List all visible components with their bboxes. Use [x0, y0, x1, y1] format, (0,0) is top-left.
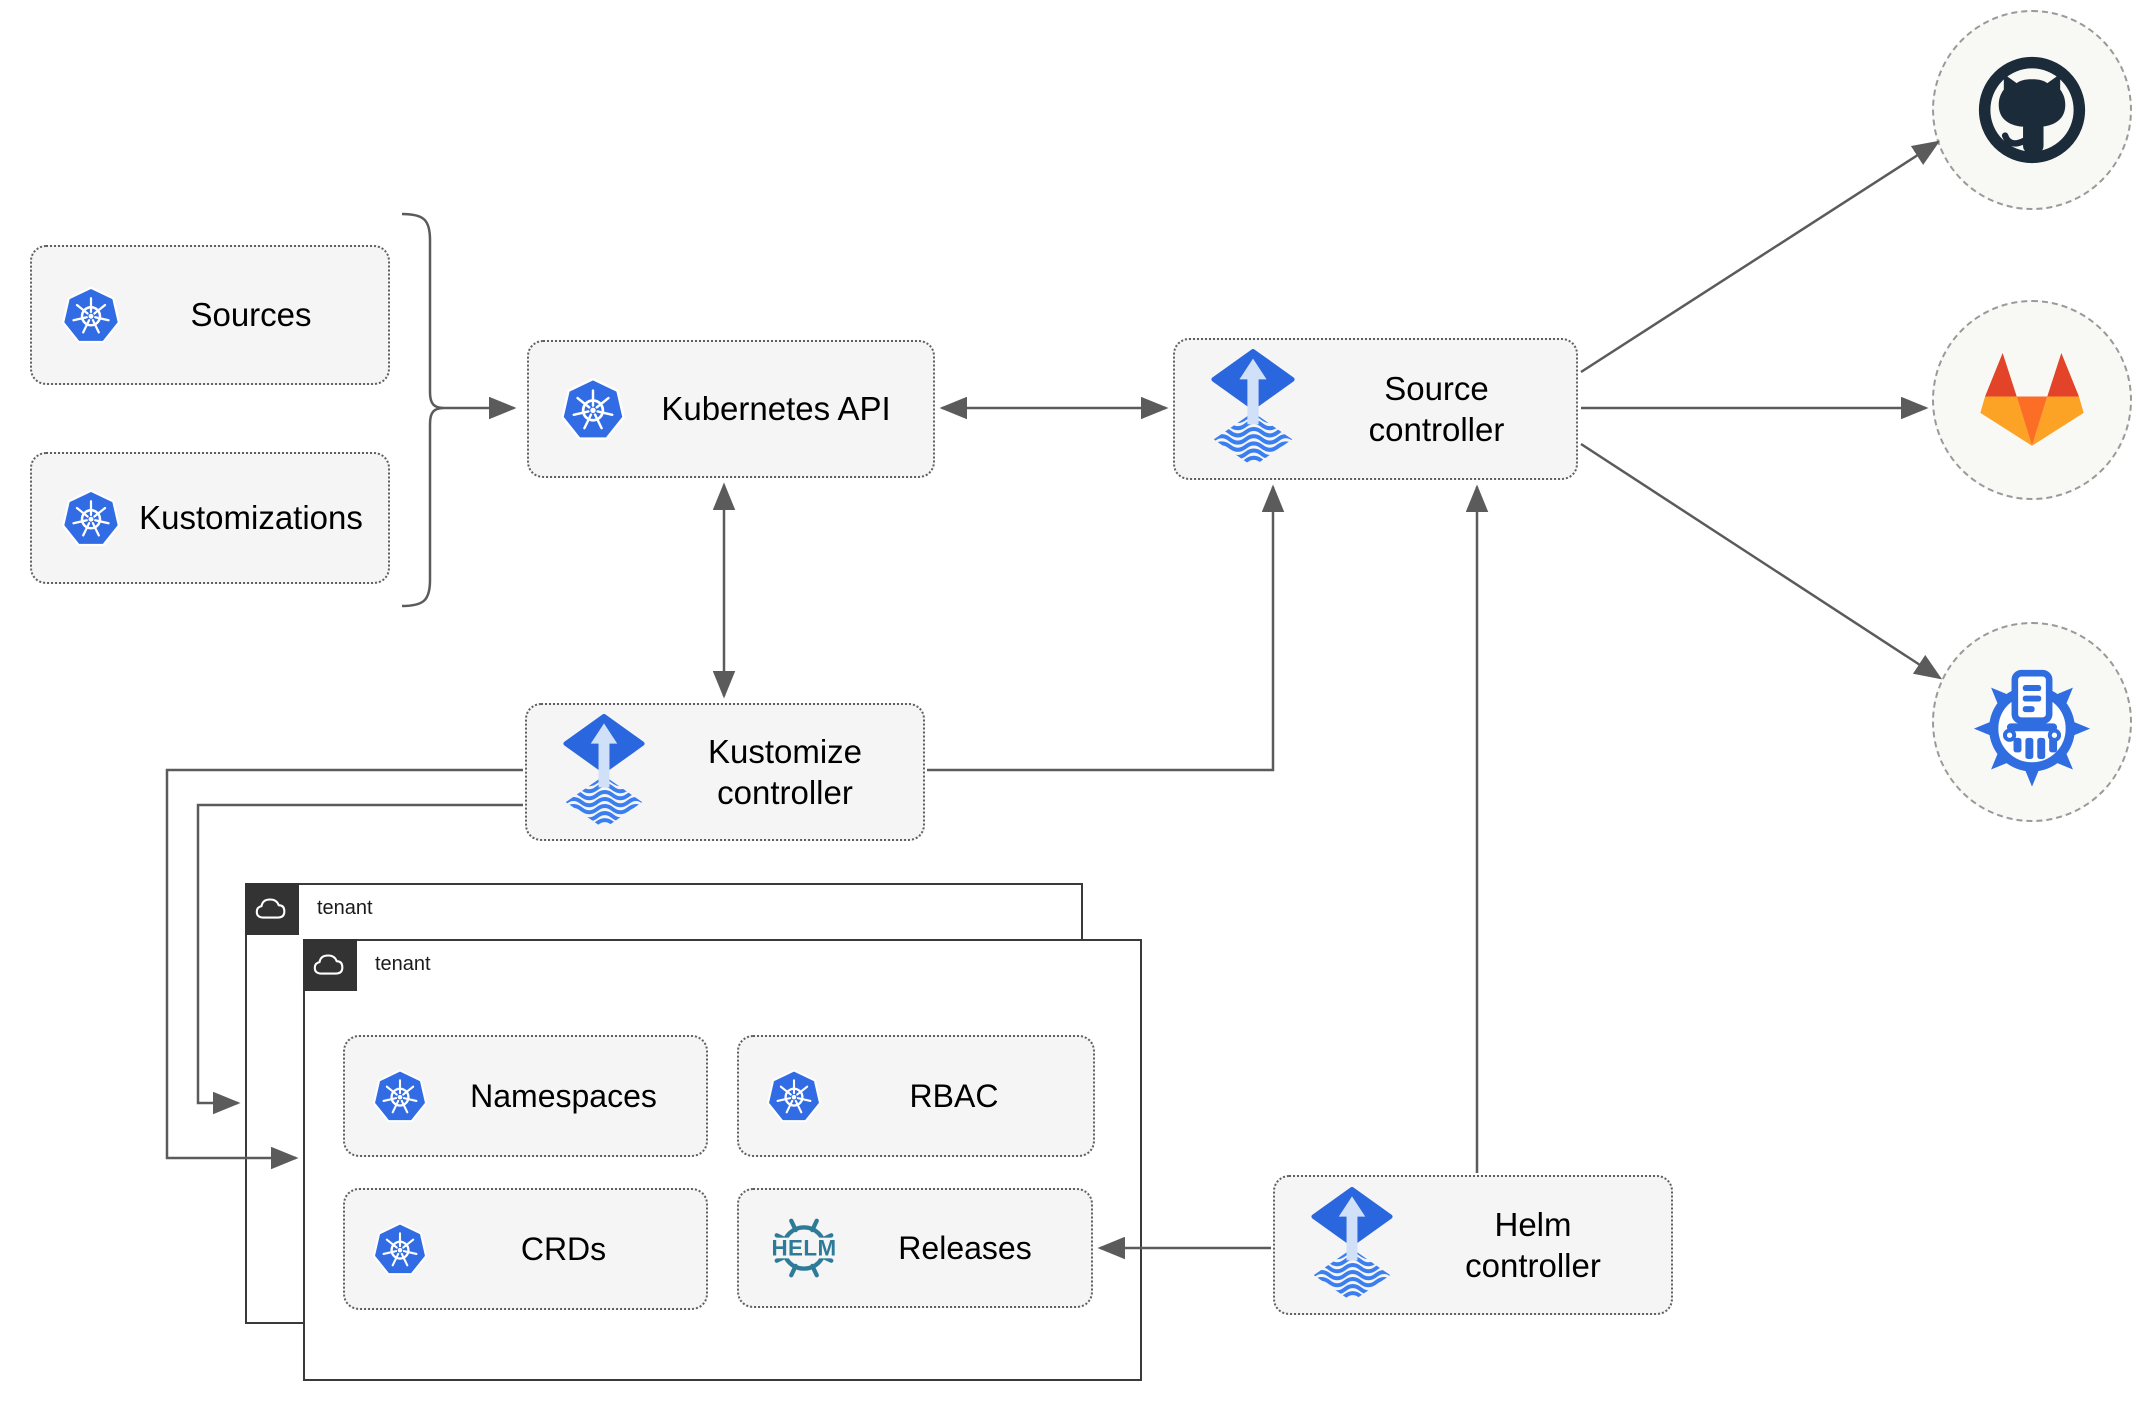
kustomize-controller-box: Kustomize controller [525, 703, 925, 841]
kustomize-controller-label: Kustomize controller [707, 732, 863, 811]
kubernetes-icon [61, 286, 121, 344]
gitlab-circle [1932, 300, 2132, 500]
gitlab-icon [1980, 353, 2084, 446]
source-controller-box: Source controller [1173, 338, 1578, 480]
namespaces-label: Namespaces [470, 1078, 657, 1114]
arrow-kustomize-to-source-controller [927, 484, 1285, 772]
rbac-box: RBAC [737, 1035, 1095, 1157]
flux-icon [561, 714, 647, 831]
sources-label: Sources [190, 296, 312, 334]
tenant-outer-tab [245, 883, 299, 935]
flux-icon [1309, 1187, 1395, 1304]
kubernetes-api-box: Kubernetes API [527, 340, 935, 478]
namespaces-box: Namespaces [343, 1035, 708, 1157]
cloud-icon [313, 954, 344, 975]
brace-sources-kustomizations [401, 212, 445, 608]
tenant-inner-box [303, 939, 1142, 1381]
chartmuseum-icon [1973, 669, 2091, 787]
helm-icon: HELM [771, 1218, 837, 1278]
kustomizations-box: Kustomizations [30, 452, 390, 584]
github-circle [1932, 10, 2132, 210]
helm-controller-label: Helm controller [1465, 1205, 1601, 1284]
arrow-source-to-chartmuseum [1580, 442, 1943, 680]
releases-box: HELM Releases [737, 1188, 1093, 1308]
kubernetes-icon [372, 1222, 428, 1276]
crds-label: CRDs [520, 1231, 607, 1267]
rbac-label: RBAC [909, 1078, 999, 1114]
helm-controller-box: Helm controller [1273, 1175, 1673, 1315]
github-icon [1978, 56, 2086, 164]
kubernetes-api-label: Kubernetes API [661, 390, 891, 428]
sources-box: Sources [30, 245, 390, 385]
tenant-outer-label: tenant [317, 897, 373, 919]
chartmuseum-circle [1932, 622, 2132, 822]
arrow-source-to-github [1580, 140, 1941, 374]
cloud-icon [255, 898, 286, 919]
kubernetes-icon [372, 1069, 428, 1123]
kustomizations-label: Kustomizations [139, 499, 363, 537]
kubernetes-icon [766, 1069, 822, 1123]
kubernetes-icon [61, 489, 121, 547]
tenant-inner-label: tenant [375, 953, 431, 975]
source-controller-label: Source controller [1368, 369, 1505, 448]
helm-wordmark: HELM [771, 1236, 836, 1261]
kubernetes-icon [561, 377, 625, 440]
flux-icon [1209, 349, 1297, 469]
crds-box: CRDs [343, 1188, 708, 1310]
releases-label: Releases [898, 1230, 1032, 1266]
tenant-inner-tab [303, 939, 357, 991]
